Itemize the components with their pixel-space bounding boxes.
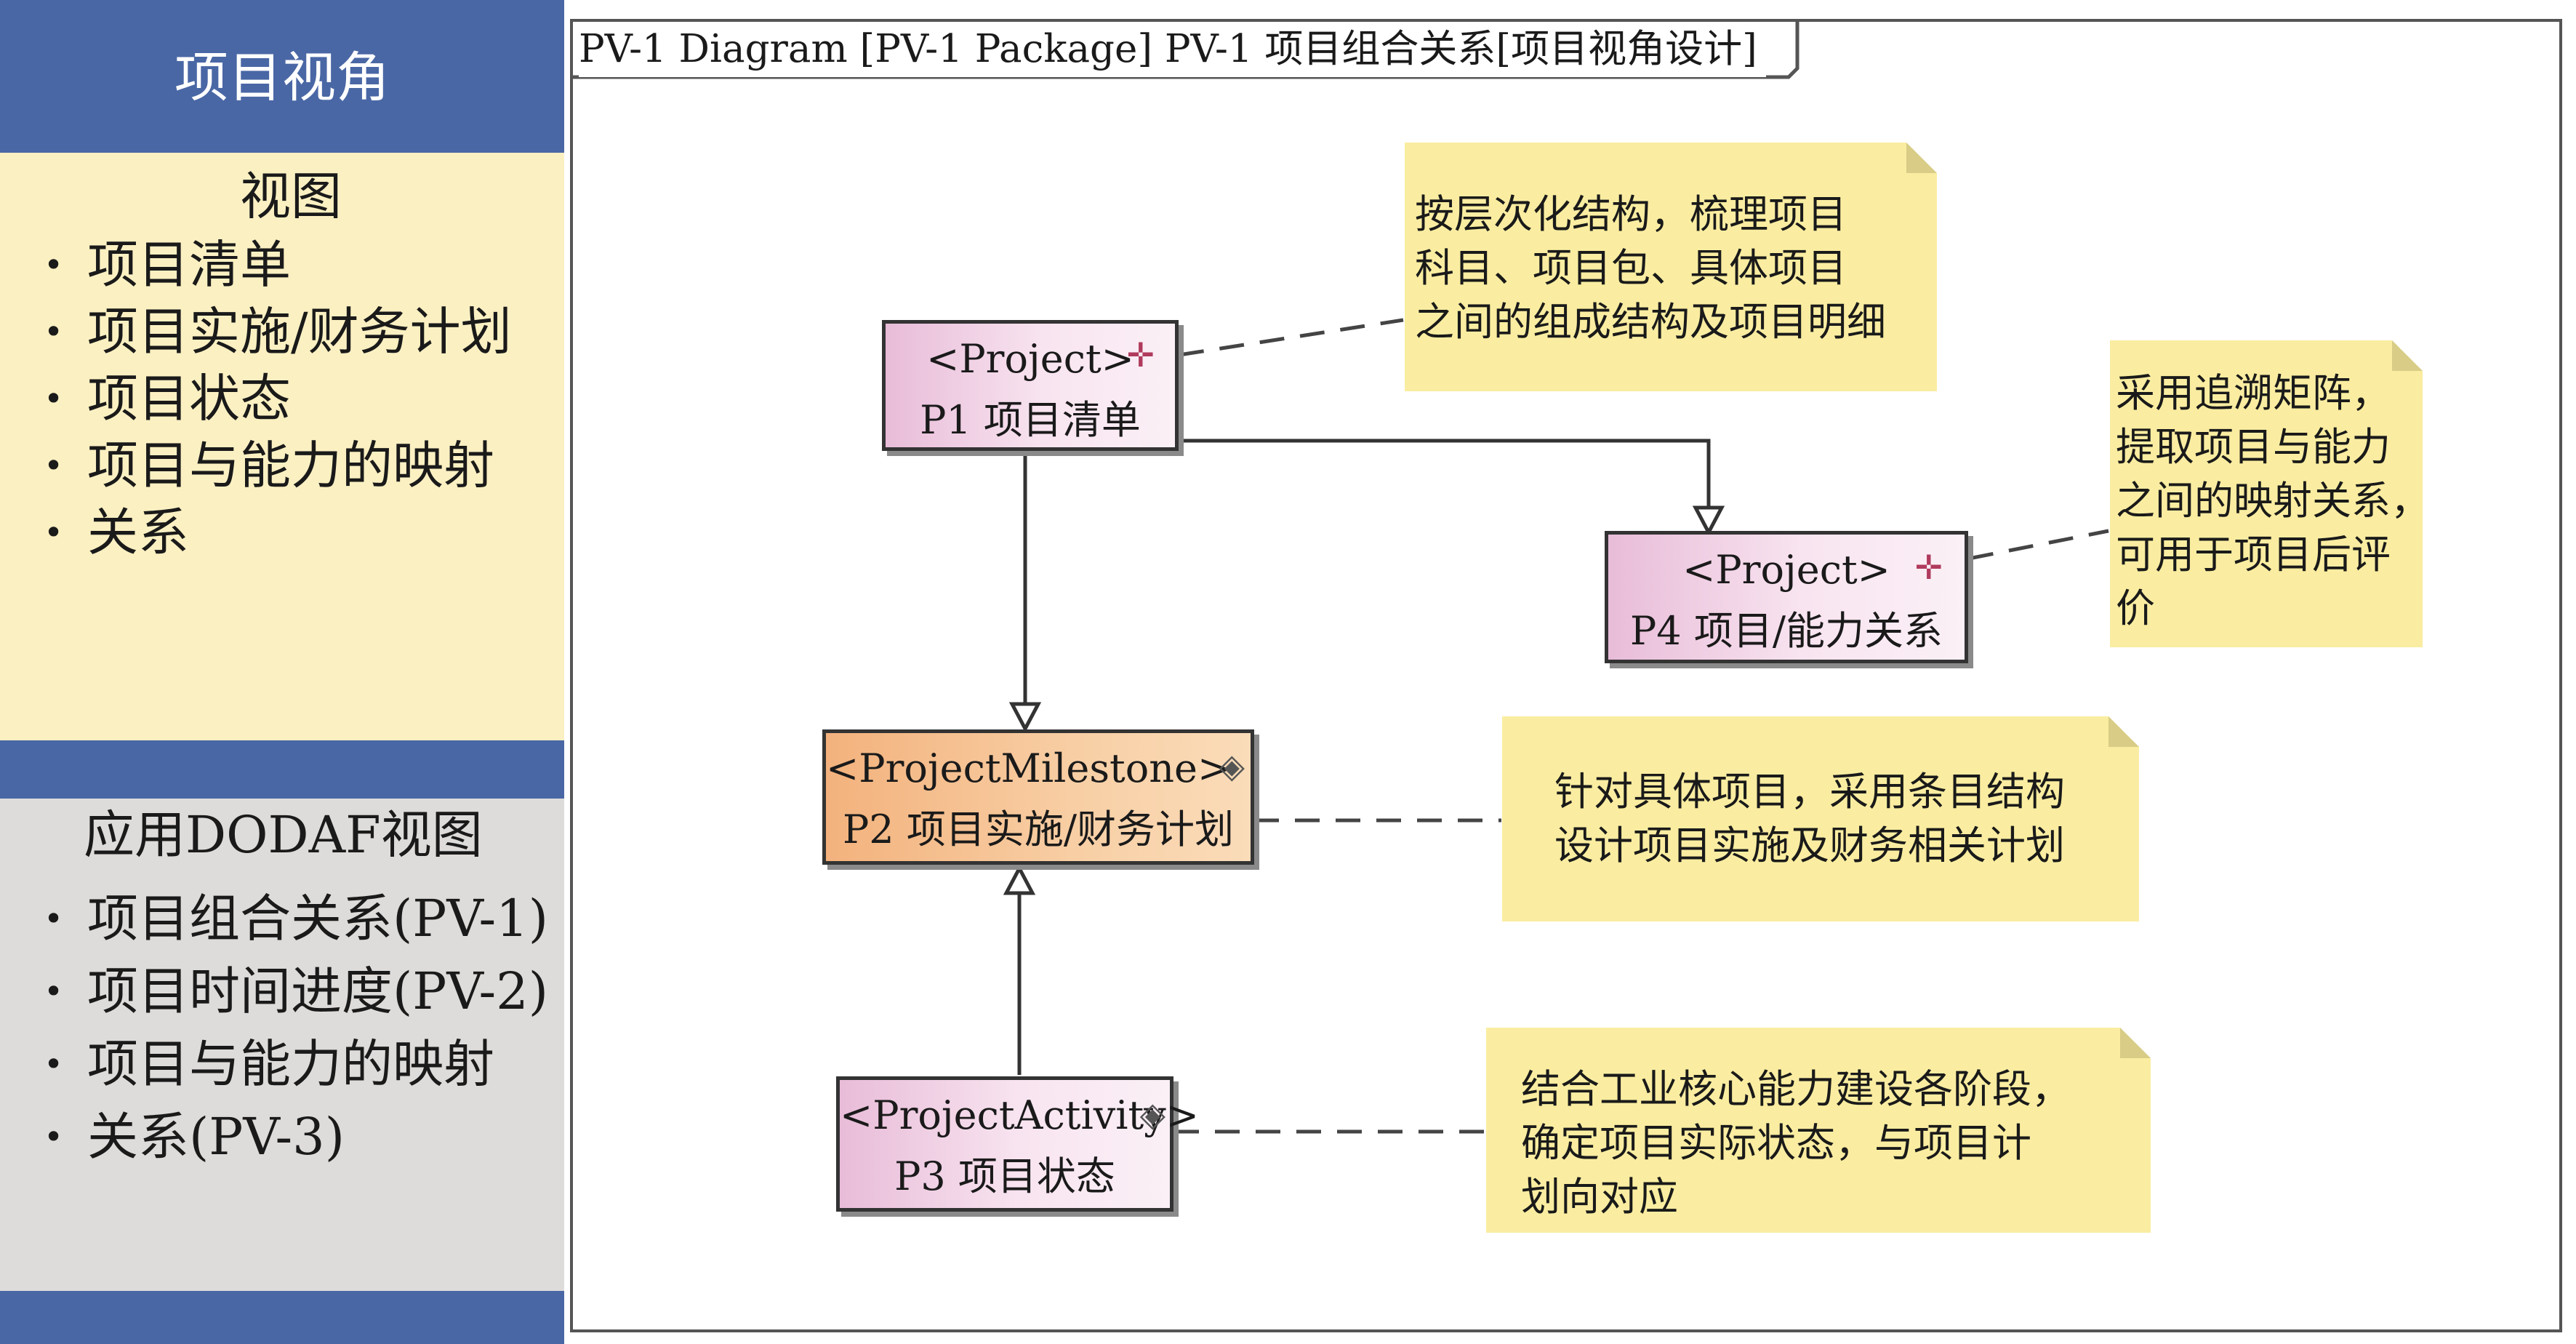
footer-band (0, 1291, 564, 1344)
activity-icon: ◈ (1139, 1095, 1165, 1134)
view-item: 项目状态 (44, 365, 512, 432)
note-p3-text: 结合工业核心能力建设各阶段， 确定项目实际状态，与项目计 划向对应 (1521, 1066, 2071, 1220)
divider-band (0, 740, 564, 799)
view-item: 项目实施/财务计划 (44, 298, 512, 365)
node-p1-stereotype: <Project> (926, 336, 1134, 382)
arrowhead-p2-top (1008, 702, 1042, 733)
diamond-icon: ◈ (1219, 746, 1245, 785)
note-p4: 采用追溯矩阵， 提取项目与能力 之间的映射关系， 可用于项目后评 价 (2110, 340, 2423, 647)
edge-p1-p4 (1178, 439, 1711, 509)
arrowhead-p4 (1692, 505, 1725, 537)
dodaf-item: 项目与能力的映射 (44, 1028, 548, 1100)
view-item-continued: 关系 (44, 499, 512, 566)
left-panel: 项目视角 视图 项目清单 项目实施/财务计划 项目状态 项目与能力的映射 关系 … (0, 0, 564, 1344)
diagram-title: PV-1 Diagram [PV-1 Package] PV-1 项目组合关系[… (579, 22, 1766, 77)
arrowhead-p2-bottom (1003, 864, 1036, 895)
view-item: 项目清单 (44, 231, 512, 298)
node-p2-stereotype: <ProjectMilestone> (826, 745, 1231, 791)
node-p1[interactable]: <Project> ✛ P1 项目清单 (882, 320, 1179, 451)
dodaf-heading: 应用DODAF视图 (84, 805, 483, 865)
title-band (0, 0, 564, 153)
node-p4[interactable]: <Project> ✛ P4 项目/能力关系 (1605, 531, 1968, 663)
diagram-title-tab-border (571, 22, 1799, 79)
dodaf-item: 项目时间进度(PV-2) (44, 955, 548, 1028)
project-icon: ✛ (1914, 548, 1943, 587)
node-p2[interactable]: <ProjectMilestone> ◈ P2 项目实施/财务计划 (822, 729, 1254, 865)
views-heading: 视图 (240, 167, 342, 226)
note-p1: 按层次化结构，梳理项目 科目、项目包、具体项目 之间的组成结构及项目明细 (1405, 143, 1937, 391)
note-link-p4 (1968, 529, 2109, 561)
note-p3: 结合工业核心能力建设各阶段， 确定项目实际状态，与项目计 划向对应 (1486, 1028, 2151, 1233)
project-icon: ✛ (1126, 335, 1155, 375)
left-panel-title: 项目视角 (174, 47, 390, 109)
dodaf-list: 项目组合关系(PV-1) 项目时间进度(PV-2) 项目与能力的映射 关系(PV… (44, 882, 548, 1173)
views-section: 视图 项目清单 项目实施/财务计划 项目状态 项目与能力的映射 关系 (0, 153, 564, 740)
note-p2-text: 针对具体项目，采用条目结构 设计项目实施及财务相关计划 (1554, 769, 2065, 868)
note-link-p1 (1179, 318, 1404, 357)
node-p1-name: P1 项目清单 (920, 397, 1141, 443)
note-p2: 针对具体项目，采用条目结构 设计项目实施及财务相关计划 (1502, 716, 2139, 921)
dodaf-item-continued: 关系(PV-3) (44, 1100, 548, 1173)
note-p4-text: 采用追溯矩阵， 提取项目与能力 之间的映射关系， 可用于项目后评 价 (2116, 370, 2430, 631)
node-p3-name: P3 项目状态 (894, 1153, 1115, 1199)
node-p3[interactable]: <ProjectActivity> ◈ P3 项目状态 (836, 1076, 1199, 1212)
node-p4-stereotype: <Project> (1682, 547, 1890, 593)
dodaf-item: 项目组合关系(PV-1) (44, 882, 548, 955)
views-list: 项目清单 项目实施/财务计划 项目状态 项目与能力的映射 关系 (44, 231, 512, 566)
node-p4-name: P4 项目/能力关系 (1629, 608, 1943, 654)
view-item: 项目与能力的映射 (44, 432, 512, 499)
node-p2-name: P2 项目实施/财务计划 (842, 807, 1235, 852)
dodaf-section: 应用DODAF视图 项目组合关系(PV-1) 项目时间进度(PV-2) 项目与能… (0, 799, 564, 1291)
note-p1-text: 按层次化结构，梳理项目 科目、项目包、具体项目 之间的组成结构及项目明细 (1415, 191, 1886, 345)
node-p3-stereotype: <ProjectActivity> (840, 1092, 1199, 1138)
